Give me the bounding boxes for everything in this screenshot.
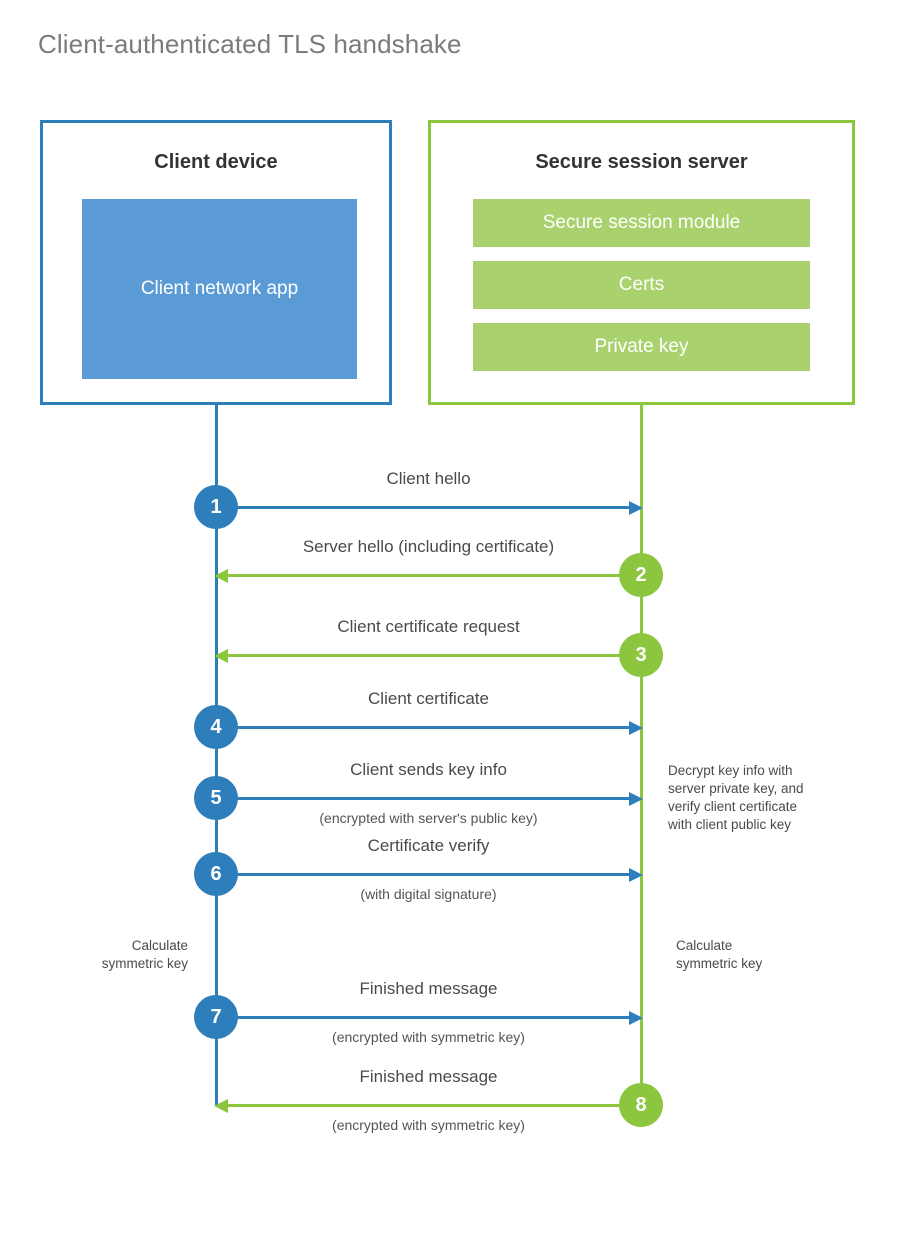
- annotation-server-calculate-symmetric-key: Calculate symmetric key: [676, 938, 763, 971]
- server-component-secure-session-module: Secure session module: [473, 199, 810, 247]
- message-sublabel: (encrypted with symmetric key): [332, 1029, 525, 1045]
- message-sublabel: (with digital signature): [360, 886, 497, 902]
- message-sublabel: (encrypted with symmetric key): [332, 1117, 525, 1133]
- step-badge-4: 4: [194, 705, 238, 749]
- message-line: [216, 1016, 633, 1019]
- arrow-head-icon: [629, 721, 643, 735]
- annotation-server-decrypt: Decrypt key info with server private key…: [668, 763, 804, 832]
- arrow-head-icon: [629, 501, 643, 515]
- server-lifeline: [640, 405, 643, 1105]
- step-badge-1: 1: [194, 485, 238, 529]
- message-label: Certificate verify: [367, 836, 490, 855]
- client-device-title: Client device: [154, 151, 278, 173]
- page-title: Client-authenticated TLS handshake: [38, 29, 462, 59]
- message-line: [216, 873, 633, 876]
- message-label: Client certificate request: [337, 617, 520, 636]
- arrow-head-icon: [214, 569, 228, 583]
- secure-session-server-title: Secure session server: [535, 151, 748, 173]
- step-badge-5: 5: [194, 776, 238, 820]
- message-line: [216, 726, 633, 729]
- annotation-client-calculate-symmetric-key: Calculate symmetric key: [101, 938, 188, 971]
- message-sublabel: (encrypted with server's public key): [319, 810, 538, 826]
- message-line: [216, 797, 633, 800]
- message-label: Client sends key info: [350, 760, 507, 779]
- step-badge-7: 7: [194, 995, 238, 1039]
- step-badge-2: 2: [619, 553, 663, 597]
- message-label: Client certificate: [368, 689, 489, 708]
- client-lifeline: [215, 405, 218, 1105]
- step-badge-6: 6: [194, 852, 238, 896]
- message-label: Finished message: [359, 1067, 498, 1086]
- message-line: [224, 1104, 641, 1107]
- arrow-head-icon: [629, 792, 643, 806]
- arrow-head-icon: [629, 868, 643, 882]
- step-badge-3: 3: [619, 633, 663, 677]
- server-component-list: Secure session module Certs Private key: [473, 199, 810, 371]
- message-label: Finished message: [359, 979, 498, 998]
- arrow-head-icon: [214, 1099, 228, 1113]
- server-component-certs: Certs: [473, 261, 810, 309]
- client-device-box: Client device Client network app: [40, 120, 392, 405]
- client-network-app-block: Client network app: [82, 199, 357, 379]
- secure-session-server-box: Secure session server Secure session mod…: [428, 120, 855, 405]
- server-component-private-key: Private key: [473, 323, 810, 371]
- arrow-head-icon: [214, 649, 228, 663]
- message-line: [216, 506, 633, 509]
- message-label: Server hello (including certificate): [302, 537, 555, 556]
- message-label: Client hello: [386, 469, 471, 488]
- arrow-head-icon: [629, 1011, 643, 1025]
- message-line: [224, 654, 641, 657]
- step-badge-8: 8: [619, 1083, 663, 1127]
- message-line: [224, 574, 641, 577]
